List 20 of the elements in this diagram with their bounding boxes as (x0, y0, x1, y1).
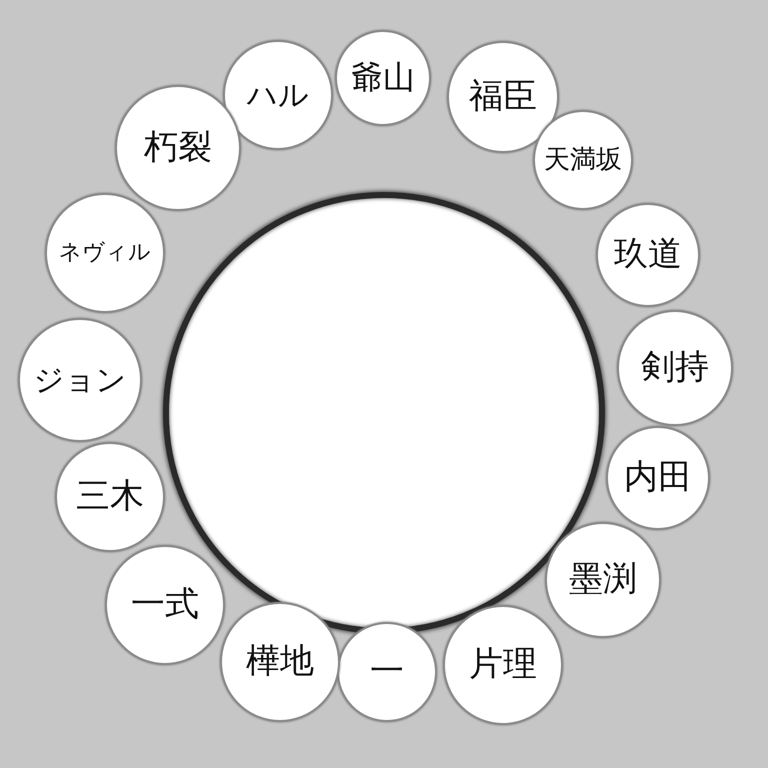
name-circle (337, 622, 437, 722)
name-label: 三木 (76, 478, 144, 516)
name-label: 内田 (624, 459, 692, 497)
name-circle (606, 426, 710, 530)
name-label: 爺山 (351, 60, 415, 96)
name-circle (55, 442, 165, 552)
name-label: 福臣 (469, 78, 537, 116)
name-label: 一 (370, 653, 404, 691)
name-label: 玖道 (614, 236, 682, 274)
name-label: 一式 (131, 586, 199, 624)
name-label: ジョン (34, 364, 126, 396)
name-label: ハル (247, 78, 309, 112)
name-label: 樺地 (246, 643, 314, 681)
name-label: 墨渕 (569, 561, 637, 599)
name-circle (533, 110, 633, 210)
name-label: 剣持 (641, 349, 709, 387)
name-label: 朽裂 (144, 129, 212, 167)
name-label: ネヴィル (59, 240, 151, 266)
name-label: 天満坂 (544, 146, 622, 174)
name-label: 片理 (469, 646, 537, 684)
